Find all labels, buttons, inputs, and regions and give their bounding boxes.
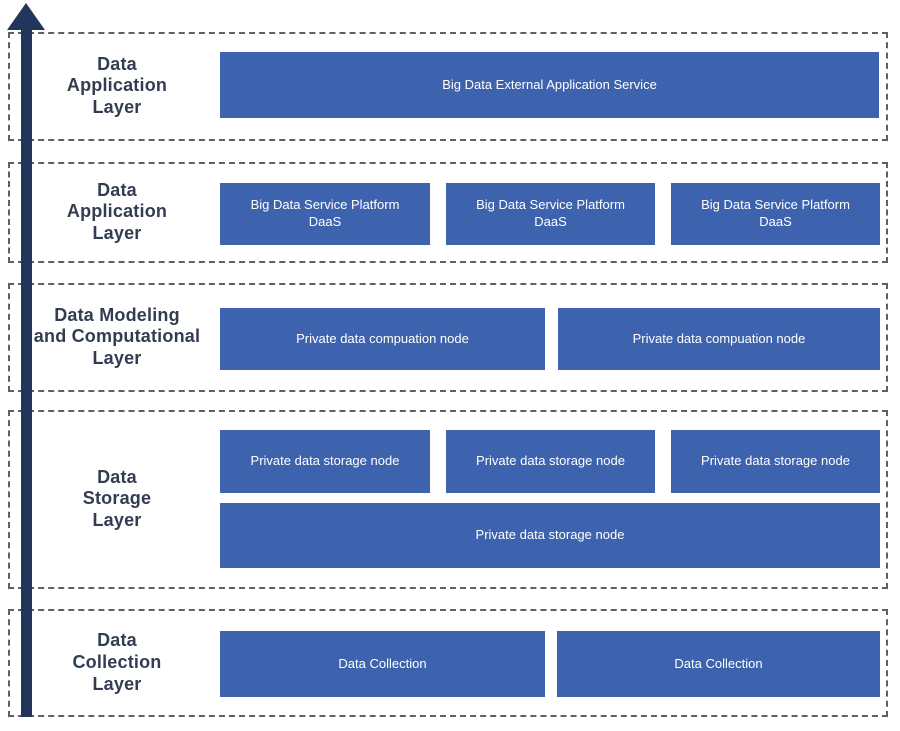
- node-big-data-service-platform-daas-1: Big Data Service Platform DaaS: [220, 183, 430, 245]
- layer-data-application-top: Data Application Layer Big Data External…: [8, 32, 888, 141]
- up-arrow-shaft: [21, 24, 32, 717]
- node-data-collection-2: Data Collection: [557, 631, 880, 697]
- up-arrow-icon: [7, 3, 45, 30]
- layer-data-application-daas: Data Application Layer Big Data Service …: [8, 162, 888, 263]
- node-private-data-storage-wide: Private data storage node: [220, 503, 880, 568]
- node-private-data-storage-3: Private data storage node: [671, 430, 880, 493]
- node-private-data-storage-1: Private data storage node: [220, 430, 430, 493]
- node-big-data-service-platform-daas-3: Big Data Service Platform DaaS: [671, 183, 880, 245]
- node-big-data-external-application-service: Big Data External Application Service: [220, 52, 879, 118]
- layer-label-data-modeling-computational: Data Modeling and Computational Layer: [33, 304, 201, 369]
- node-data-collection-1: Data Collection: [220, 631, 545, 697]
- layer-label-data-application-top: Data Application Layer: [66, 53, 168, 118]
- layer-label-data-application-daas: Data Application Layer: [66, 179, 168, 244]
- node-private-data-storage-2: Private data storage node: [446, 430, 655, 493]
- layer-data-modeling-computational: Data Modeling and Computational Layer Pr…: [8, 283, 888, 392]
- node-big-data-service-platform-daas-2: Big Data Service Platform DaaS: [446, 183, 655, 245]
- node-private-data-computation-1: Private data compuation node: [220, 308, 545, 370]
- node-private-data-computation-2: Private data compuation node: [558, 308, 880, 370]
- layer-data-storage: Data Storage Layer Private data storage …: [8, 410, 888, 589]
- layer-label-data-storage: Data Storage Layer: [82, 466, 152, 531]
- layer-data-collection: Data Collection Layer Data Collection Da…: [8, 609, 888, 717]
- layer-label-data-collection: Data Collection Layer: [72, 630, 162, 694]
